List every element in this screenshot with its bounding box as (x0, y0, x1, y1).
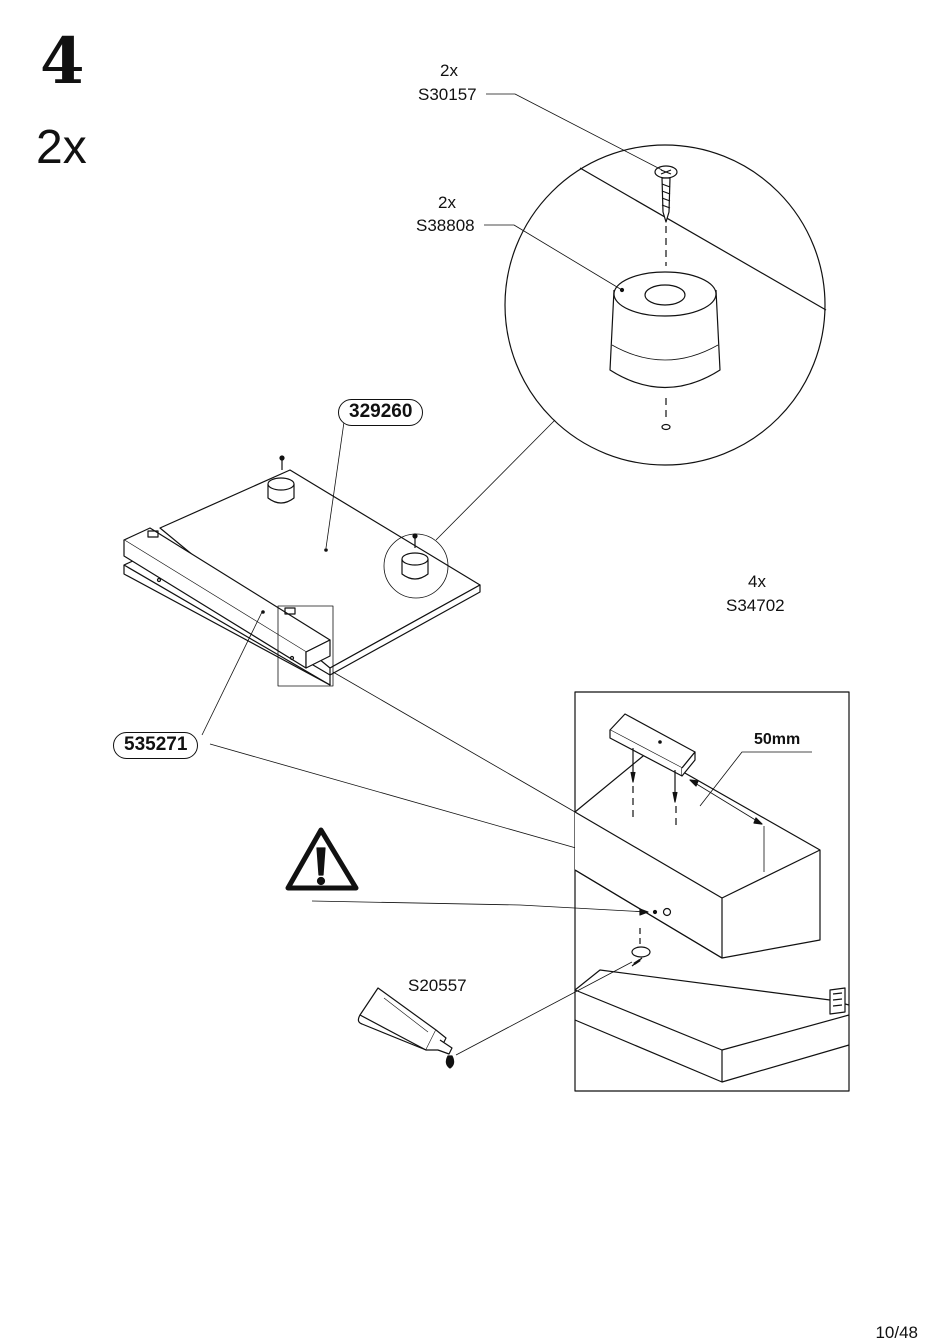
part-number-top-panel: 329260 (338, 399, 424, 426)
foot-icon (609, 271, 721, 389)
warning-triangle-icon (285, 827, 359, 891)
pin-pad-code: S34702 (726, 596, 785, 615)
screw-icon (654, 165, 678, 223)
foot-qty: 2x (438, 193, 456, 212)
board-assembly (123, 455, 481, 687)
part-number-side-rail: 535271 (113, 732, 199, 759)
pin-pad-qty: 4x (748, 572, 766, 591)
screw-code: S30157 (418, 85, 477, 104)
page-number: 10/48 (875, 1323, 918, 1342)
detail-box (574, 691, 850, 1092)
dimension-label: 50mm (754, 731, 801, 748)
glue-tube-icon (357, 987, 455, 1069)
step-quantity: 2x (36, 121, 87, 174)
detail-circle (504, 144, 827, 466)
glue-code: S20557 (408, 976, 467, 995)
step-number: 4 (40, 24, 85, 99)
screw-qty: 2x (440, 61, 458, 80)
foot-code: S38808 (416, 216, 475, 235)
pin-pad-icon (609, 713, 696, 803)
